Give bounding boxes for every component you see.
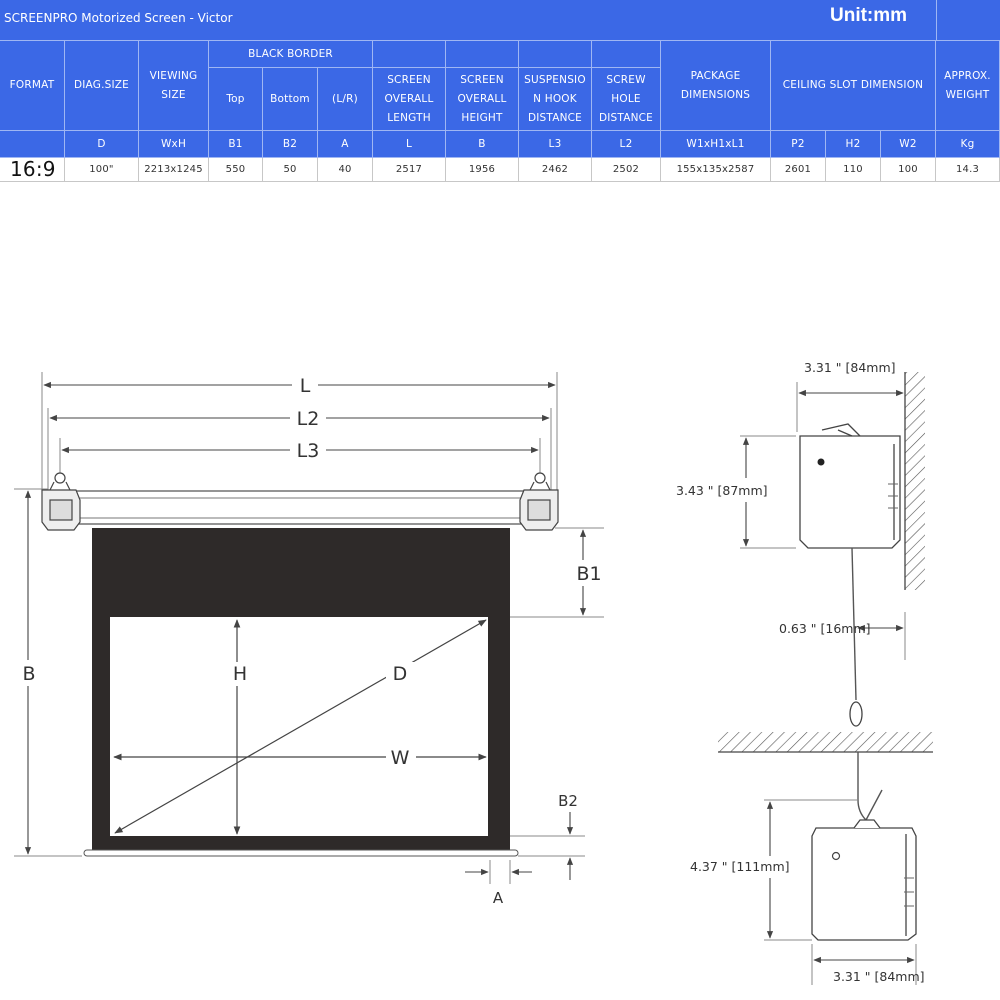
label-wall-height: 3.43 " [87mm] xyxy=(676,483,768,498)
label-L: L xyxy=(300,375,311,397)
label-W: W xyxy=(391,747,410,769)
header-black-border: BLACK BORDER xyxy=(209,41,373,68)
label-L2: L2 xyxy=(297,408,320,430)
label-B: B xyxy=(22,663,35,685)
row-h2: 110 xyxy=(826,158,881,182)
header-bottom: Bottom xyxy=(263,68,318,131)
row-package: 155x135x2587 xyxy=(661,158,771,182)
header-screen-height: SCREEN OVERALL HEIGHT xyxy=(446,68,519,131)
left-end-cap xyxy=(41,472,81,531)
symbol-h2: H2 xyxy=(826,131,881,158)
pull-cord-handle xyxy=(849,701,863,727)
row-weight: 14.3 xyxy=(936,158,1000,182)
label-wall-width: 3.31 " [84mm] xyxy=(804,360,896,375)
table-title-bar: SCREENPRO Motorized Screen - Victor Unit… xyxy=(0,0,936,41)
table-title: SCREENPRO Motorized Screen - Victor xyxy=(4,11,233,25)
header-viewing-size: VIEWING SIZE xyxy=(139,41,209,131)
label-D: D xyxy=(393,663,408,685)
row-screw: 2502 xyxy=(592,158,661,182)
symbol-diag: D xyxy=(65,131,139,158)
row-hook: 2462 xyxy=(519,158,592,182)
label-B2: B2 xyxy=(558,792,578,810)
symbol-top: B1 xyxy=(209,131,263,158)
header-screen-length: SCREEN OVERALL LENGTH xyxy=(373,68,446,131)
row-height: 1956 xyxy=(446,158,519,182)
symbol-bottom: B2 xyxy=(263,131,318,158)
symbol-w2: W2 xyxy=(881,131,936,158)
header-diag-size: DIAG.SIZE xyxy=(65,41,139,131)
row-lr: 40 xyxy=(318,158,373,182)
label-A: A xyxy=(493,889,504,907)
wall-hatch xyxy=(905,372,925,590)
row-length: 2517 xyxy=(373,158,446,182)
row-bottom: 50 xyxy=(263,158,318,182)
label-ceiling-width: 3.31 " [84mm] xyxy=(833,969,925,984)
spec-table: SCREENPRO Motorized Screen - Victor Unit… xyxy=(0,0,1000,182)
row-viewing: 2213x1245 xyxy=(139,158,209,182)
wall-bracket-housing xyxy=(799,423,901,549)
header-hook-distance: SUSPENSIO N HOOK DISTANCE xyxy=(519,68,592,131)
symbol-lr: A xyxy=(318,131,373,158)
ceiling-bracket xyxy=(857,752,883,821)
header-blank-4 xyxy=(592,41,661,68)
row-top: 550 xyxy=(209,158,263,182)
header-lr: (L/R) xyxy=(318,68,373,131)
label-B1: B1 xyxy=(576,563,601,585)
header-screw-distance: SCREW HOLE DISTANCE xyxy=(592,68,661,131)
symbol-screw: L2 xyxy=(592,131,661,158)
header-blank-3 xyxy=(519,41,592,68)
symbol-height: B xyxy=(446,131,519,158)
ceiling-housing xyxy=(811,819,917,941)
label-L3: L3 xyxy=(297,440,320,462)
row-diag: 100" xyxy=(65,158,139,182)
symbol-length: L xyxy=(373,131,446,158)
row-w2: 100 xyxy=(881,158,936,182)
symbol-p2: P2 xyxy=(771,131,826,158)
header-format: FORMAT xyxy=(0,41,65,131)
symbol-package: W1xH1xL1 xyxy=(661,131,771,158)
symbol-weight: Kg xyxy=(936,131,1000,158)
header-blank-2 xyxy=(446,41,519,68)
symbol-viewing: WxH xyxy=(139,131,209,158)
unit-label: Unit:mm xyxy=(830,5,908,26)
label-H: H xyxy=(233,663,247,685)
header-weight: APPROX. WEIGHT xyxy=(936,41,1000,131)
row-format: 16:9 xyxy=(0,158,65,182)
symbol-hook: L3 xyxy=(519,131,592,158)
ceiling-hatch xyxy=(718,732,933,752)
symbol-format xyxy=(0,131,65,158)
label-ceiling-height: 4.37 " [111mm] xyxy=(690,859,790,874)
dim-line-D xyxy=(114,619,487,834)
header-top: Top xyxy=(209,68,263,131)
label-gap: 0.63 " [16mm] xyxy=(779,621,871,636)
right-end-cap xyxy=(519,472,559,531)
screen-housing xyxy=(45,490,555,525)
header-ceiling-slot: CEILING SLOT DIMENSION xyxy=(771,41,936,131)
header-blank-1 xyxy=(373,41,446,68)
header-package: PACKAGE DIMENSIONS xyxy=(661,41,771,131)
row-p2: 2601 xyxy=(771,158,826,182)
title-bar-end xyxy=(936,0,1000,41)
